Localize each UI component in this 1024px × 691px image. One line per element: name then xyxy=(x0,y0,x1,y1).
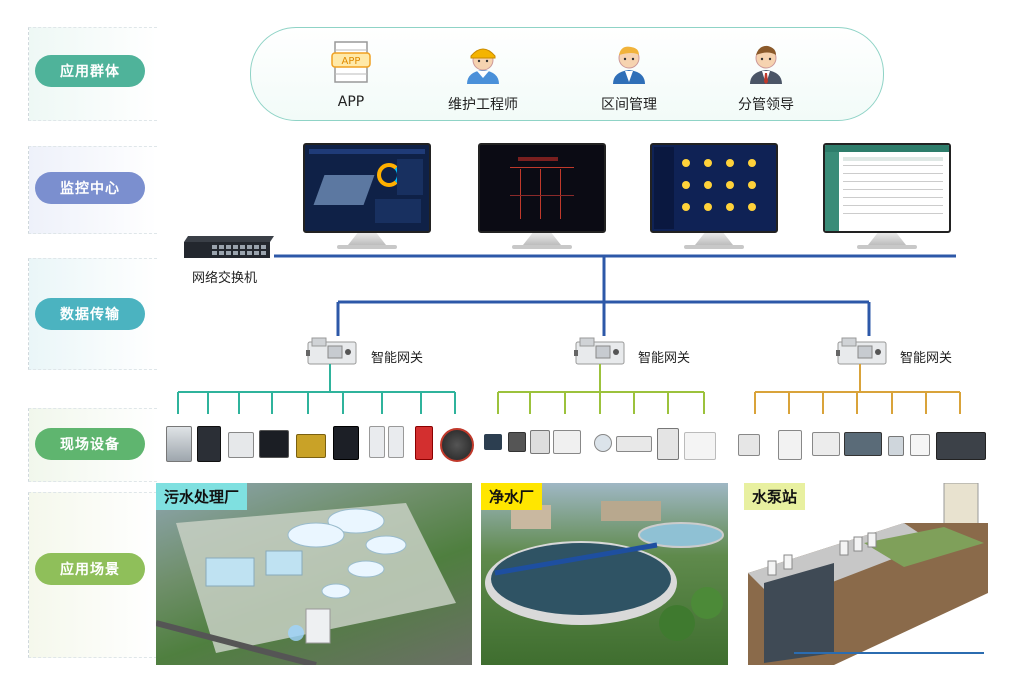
scene-water-plant-label: 净水厂 xyxy=(481,483,543,510)
sewage-plant-illustration xyxy=(156,503,456,665)
role-app-label: APP xyxy=(337,94,365,110)
device-rack xyxy=(657,428,679,460)
monitor-device-grid xyxy=(650,143,778,249)
device-din-relay xyxy=(812,432,840,456)
device-energy-meter xyxy=(778,430,802,460)
device-probe-set xyxy=(684,432,716,460)
role-engineer: 维护工程师 xyxy=(438,40,528,114)
device-protection-relay xyxy=(166,426,192,462)
layer-field-devices-badge: 现场设备 xyxy=(35,428,145,460)
gateway-1 xyxy=(306,334,358,374)
device-cabinet xyxy=(333,426,359,460)
gateway-icon xyxy=(836,337,887,372)
gateway-1-label: 智能网关 xyxy=(371,351,424,366)
water-plant-illustration xyxy=(485,501,724,641)
device-plc xyxy=(844,432,882,456)
device-terminal-block xyxy=(616,436,652,452)
gateway-3 xyxy=(836,334,888,374)
engineer-icon xyxy=(467,48,499,84)
device-camera-view xyxy=(936,432,986,460)
gateway-3-label: 智能网关 xyxy=(900,351,953,366)
device-din-module xyxy=(553,430,581,454)
gateway-icon xyxy=(306,337,357,372)
layer-monitor-center-badge: 监控中心 xyxy=(35,172,145,204)
app-icon: APP xyxy=(331,41,371,83)
device-humidity-sensor xyxy=(910,434,930,456)
device-smoke-detector xyxy=(594,434,612,452)
monitor-wiring xyxy=(478,143,606,249)
gateway-2 xyxy=(574,334,626,374)
device-display-meter xyxy=(259,430,289,458)
role-section-manager: 区间管理 xyxy=(584,40,674,114)
device-meter-square xyxy=(508,432,526,452)
role-section-manager-label: 区间管理 xyxy=(601,97,657,113)
layer-app-group-badge: 应用群体 xyxy=(35,55,145,87)
role-leader-label: 分管领导 xyxy=(738,97,794,113)
role-app: APP APP xyxy=(306,40,396,110)
svg-text:APP: APP xyxy=(342,56,361,67)
switch-label: 网络交换机 xyxy=(192,271,258,286)
device-controller xyxy=(738,434,760,456)
switch-icon xyxy=(184,236,274,258)
device-temp-sensor xyxy=(888,436,904,456)
scene-sewage-plant: 污水处理厂 xyxy=(156,483,472,665)
device-control-box-1 xyxy=(369,426,385,458)
scene-sewage-plant-label: 污水处理厂 xyxy=(156,483,248,510)
device-sensor xyxy=(484,434,502,450)
leader-icon xyxy=(750,45,782,84)
network-switch xyxy=(182,236,274,260)
scene-water-plant: 净水厂 xyxy=(481,483,728,665)
layer-app-scenes-badge: 应用场景 xyxy=(35,553,145,585)
role-leader: 分管领导 xyxy=(721,40,811,114)
pump-station-illustration xyxy=(748,483,988,665)
device-control-box-2 xyxy=(388,426,404,458)
device-fan xyxy=(440,428,474,462)
device-panel-meter xyxy=(228,432,254,458)
manager-icon xyxy=(613,46,645,84)
layer-data-transfer-badge: 数据传输 xyxy=(35,298,145,330)
device-generator xyxy=(296,434,326,458)
gateway-2-label: 智能网关 xyxy=(638,351,691,366)
role-engineer-label: 维护工程师 xyxy=(448,97,518,113)
gateway-icon xyxy=(574,337,625,372)
device-meter-dark xyxy=(197,426,221,462)
monitor-data-table xyxy=(823,143,951,249)
scene-pump-station: 水泵站 xyxy=(744,483,990,665)
device-fire-pump xyxy=(415,426,433,460)
device-power-meter xyxy=(530,430,550,454)
monitor-dashboard xyxy=(303,143,431,249)
scene-pump-station-label: 水泵站 xyxy=(744,483,806,510)
